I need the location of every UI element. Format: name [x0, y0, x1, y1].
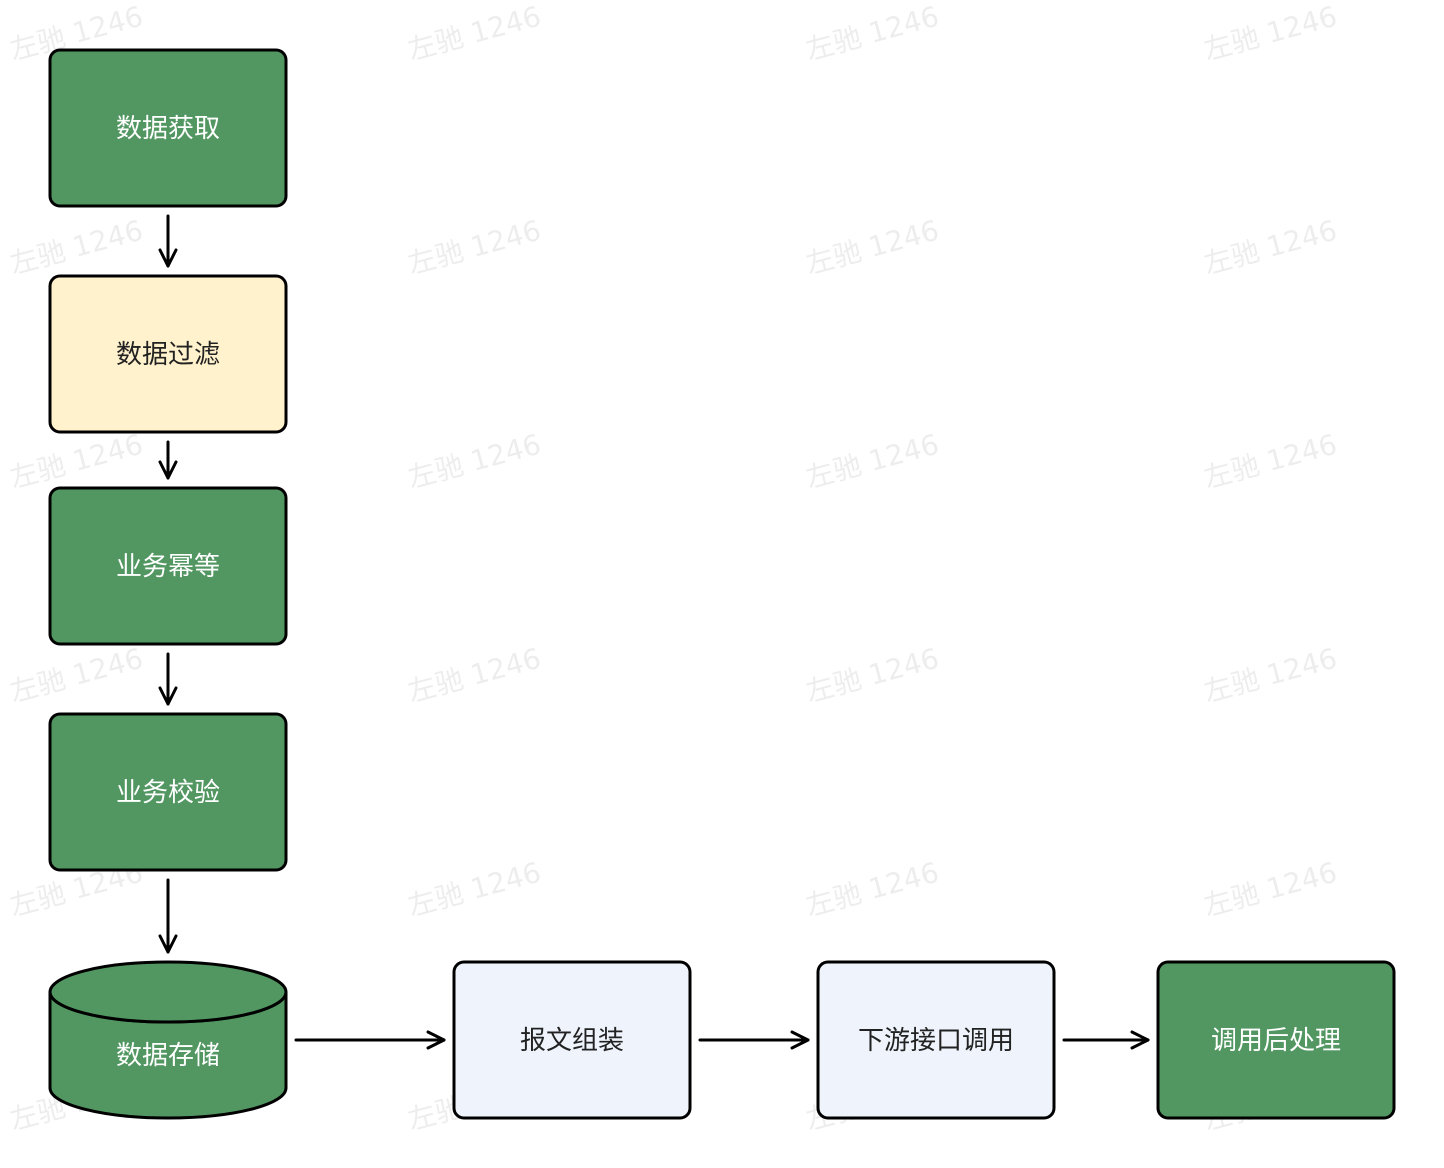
node-label: 下游接口调用	[858, 1026, 1014, 1056]
node-label: 业务幂等	[116, 552, 220, 582]
node-box	[48, 712, 288, 872]
node-validate: 业务校验	[48, 712, 288, 872]
node-label: 数据获取	[116, 114, 220, 144]
node-filter: 数据过滤	[48, 274, 288, 434]
node-label: 报文组装	[520, 1026, 624, 1056]
edges-layer	[158, 214, 1150, 1050]
node-fetch: 数据获取	[48, 48, 288, 208]
node-assemble: 报文组装	[452, 960, 692, 1120]
node-post: 调用后处理	[1156, 960, 1396, 1120]
node-label: 数据过滤	[116, 340, 220, 370]
node-label: 调用后处理	[1211, 1026, 1341, 1056]
node-box	[48, 486, 288, 646]
node-box	[48, 274, 288, 434]
node-box	[1156, 960, 1396, 1120]
node-label: 业务校验	[116, 778, 220, 808]
cylinder-top	[48, 960, 288, 1024]
node-idempotent: 业务幂等	[48, 486, 288, 646]
node-box	[452, 960, 692, 1120]
node-storage: 数据存储	[48, 960, 288, 1120]
node-box	[48, 48, 288, 208]
node-invoke: 下游接口调用	[816, 960, 1056, 1120]
node-label: 数据存储	[116, 1041, 220, 1071]
node-box	[816, 960, 1056, 1120]
